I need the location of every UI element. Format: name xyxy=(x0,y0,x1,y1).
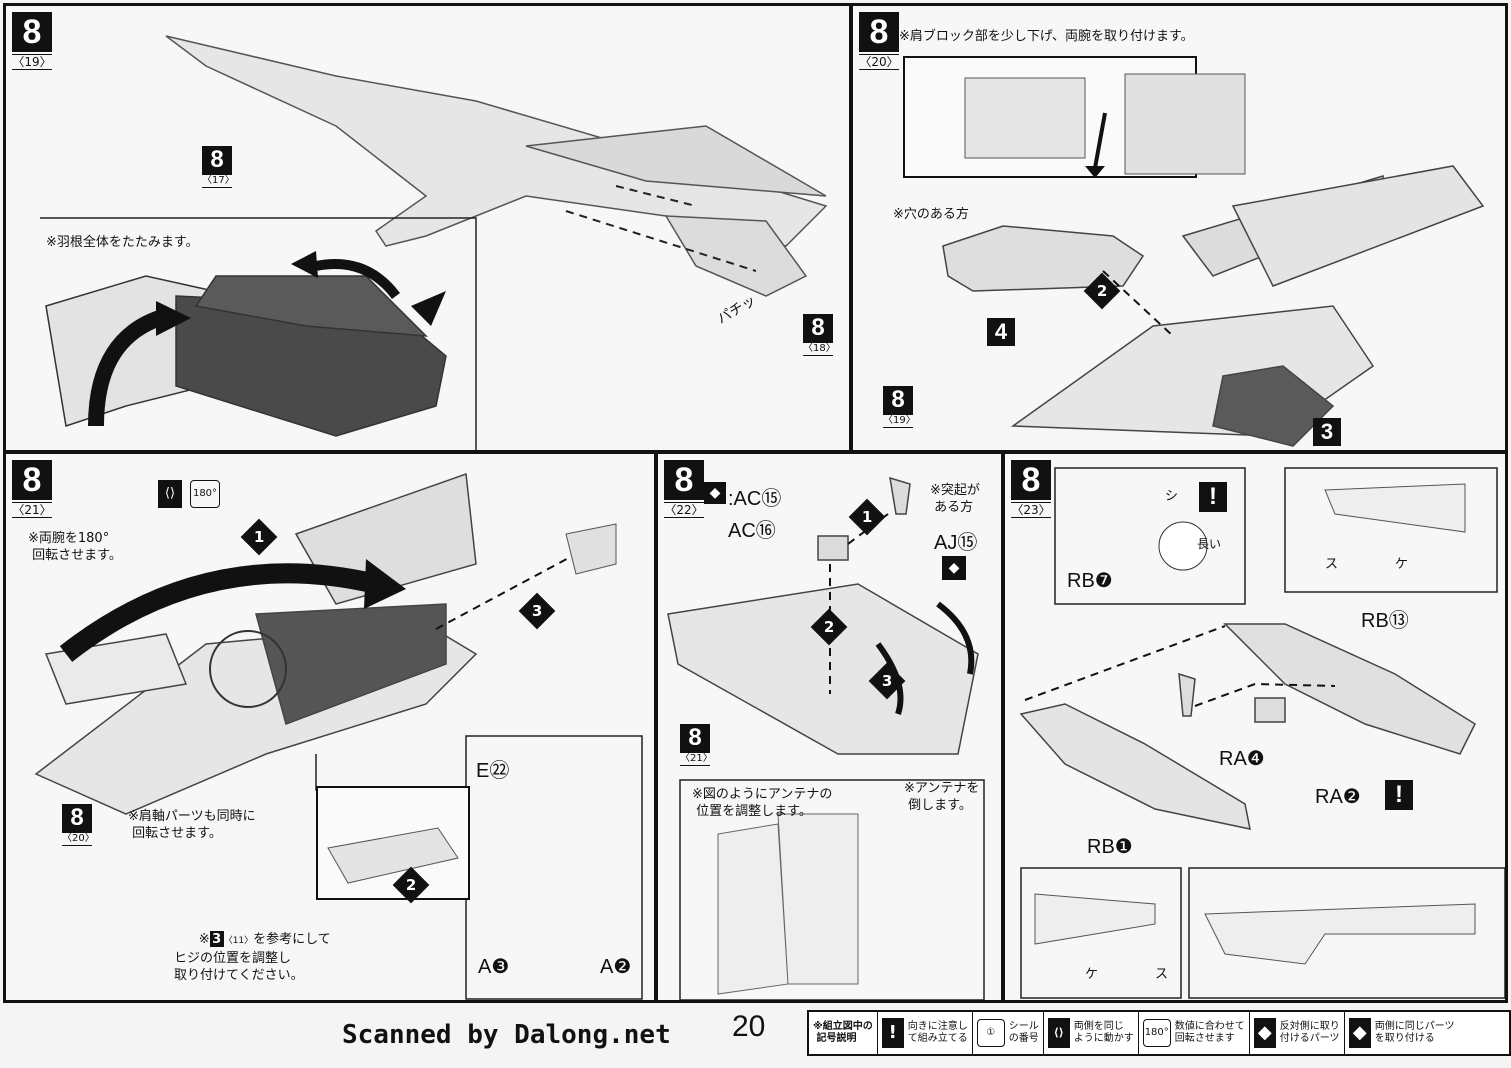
seal-icon: ① xyxy=(976,1019,1005,1047)
part-label-rb1: RB❶ xyxy=(1087,836,1133,858)
step-sub-number: 〈20〉 xyxy=(859,54,899,70)
note-fold-wings: ※羽根全体をたたみます。 xyxy=(46,235,199,250)
step-panel-22: 8 〈22〉 ◆ :AC⑮ AC⑯ AJ⑮ ※突起が ある方 ◆ 1 2 3 8… xyxy=(655,451,1004,1003)
opposite-side-icon: ◆ xyxy=(704,482,726,504)
legend-item-seal: ① シール の番号 xyxy=(971,1012,1043,1054)
length-long-label: 長い xyxy=(1197,537,1222,551)
step-sub-number: 〈21〉 xyxy=(12,502,52,518)
note-antenna-down: ※アンテナを 倒します。 xyxy=(904,781,980,813)
note-shoulder-axis: ※肩軸パーツも同時に 回転させます。 xyxy=(128,809,256,841)
symmetric-move-icon: ⟨⟩ xyxy=(1047,1018,1070,1048)
note-antenna-adjust: ※図のようにアンテナの 位置を調整します。 xyxy=(692,787,833,819)
step-sub-number: 〈23〉 xyxy=(1011,502,1051,518)
part-label-ra2: RA❷ xyxy=(1315,786,1361,808)
ref-step-18: 8 〈18〉 xyxy=(803,314,836,356)
legend-item-rotate: 180° 数値に合わせて 回転させます xyxy=(1137,1012,1249,1054)
seal-label-su: ス xyxy=(1325,557,1339,572)
legend-item-both-sides: ◆ 両側に同じパーツ を取り付ける xyxy=(1343,1012,1459,1054)
step-number: 8 xyxy=(12,460,52,500)
part-label-ac15: :AC⑮ xyxy=(728,488,782,510)
warning-icon: ! xyxy=(881,1018,904,1048)
note-rotate-arms: ※両腕を180° 回転させます。 xyxy=(28,531,122,563)
fighter-fold-illustration xyxy=(40,35,828,450)
opposite-side-icon: ◆ xyxy=(1253,1018,1276,1048)
note-elbow-adjust: ※3〈11〉を参考にして ヒジの位置を調整し 取り付けてください。 xyxy=(174,931,331,983)
page-number: 20 xyxy=(732,1010,766,1043)
note-bump-side: ※突起が ある方 xyxy=(930,483,980,515)
note-lower-shoulder: ※肩ブロック部を少し下げ、両腕を取り付けます。 xyxy=(899,29,1194,44)
rifle-assembly-illustration xyxy=(1019,467,1505,999)
symmetric-move-icon: ⟨⟩ xyxy=(158,480,182,508)
scan-credit: Scanned by Dalong.net xyxy=(342,1020,671,1050)
part-label-a3: A❸ xyxy=(478,956,510,978)
legend-item-symmetric: ⟨⟩ 両側を同じ ように動かす xyxy=(1042,1012,1138,1054)
step-number: 8 xyxy=(859,12,899,52)
antenna-illustration xyxy=(667,476,985,1000)
step-number: 8 xyxy=(664,460,704,500)
part-label-rb13: RB⑬ xyxy=(1361,610,1409,632)
step-panel-21: 8 〈21〉 ⟨⟩ 180° ※両腕を180° 回転させます。 1 3 ※肩軸パ… xyxy=(3,451,657,1003)
seal-label-shi: シ xyxy=(1165,489,1179,504)
seal-label-ke-bottom: ケ xyxy=(1085,967,1099,982)
legend-item-caution: ! 向きに注意し て組み立てる xyxy=(876,1012,972,1054)
step-sub-number: 〈19〉 xyxy=(12,54,52,70)
both-sides-icon: ◆ xyxy=(1348,1018,1371,1048)
legend-item-opposite: ◆ 反対側に取り 付けるパーツ xyxy=(1248,1012,1344,1054)
ref-step-17: 8 〈17〉 xyxy=(202,146,235,188)
step-sub-number: 〈22〉 xyxy=(664,502,704,518)
step-number: 8 xyxy=(1011,460,1051,500)
rotate-icon: 180° xyxy=(1142,1019,1171,1047)
part-label-ac16: AC⑯ xyxy=(728,520,776,542)
part-label-aj15: AJ⑮ xyxy=(934,532,978,554)
step-panel-20: 8 〈20〉 ※肩ブロック部を少し下げ、両腕を取り付けます。 1 ※穴のある方 … xyxy=(850,3,1508,453)
ref-step-21: 8 〈21〉 xyxy=(680,724,713,766)
detail-inset-elbow: 2 xyxy=(316,786,470,904)
ref-step-19: 8 〈19〉 xyxy=(883,386,916,428)
legend-title: ※組立図中の 記号説明 xyxy=(813,1021,873,1044)
part-4: 4 xyxy=(987,318,1015,346)
step-number: 8 xyxy=(12,12,52,52)
arm-attach-illustration xyxy=(942,73,1485,447)
rotate-icon: 180° xyxy=(190,480,220,508)
ref-step-3-badge: 3 xyxy=(209,931,224,947)
part-label-ra4: RA❹ xyxy=(1219,748,1265,770)
part-label-e22: E㉒ xyxy=(476,760,510,782)
seal-label-su-bottom: ス xyxy=(1155,967,1169,982)
warning-icon: ! xyxy=(1385,780,1413,810)
ref-step-20: 8 〈20〉 xyxy=(62,804,95,846)
part-label-rb7: RB❼ xyxy=(1067,570,1113,592)
note-hole-side: ※穴のある方 xyxy=(893,207,969,222)
both-sides-icon: ◆ xyxy=(942,556,966,580)
step-panel-23: 8 〈23〉 ! シ 長い RB❼ RB⑬ RA xyxy=(1002,451,1508,1003)
symbol-legend: ※組立図中の 記号説明 ! 向きに注意し て組み立てる ① シール の番号 ⟨⟩… xyxy=(807,1010,1511,1056)
arm-rotate-illustration xyxy=(34,472,643,1000)
part-3: 3 xyxy=(1313,418,1341,446)
seal-label-ke: ケ xyxy=(1395,557,1409,572)
warning-icon: ! xyxy=(1199,482,1227,512)
step-panel-19: 8 〈19〉 ※羽根全体をたたみます。 xyxy=(3,3,852,453)
part-label-a2: A❷ xyxy=(600,956,632,978)
